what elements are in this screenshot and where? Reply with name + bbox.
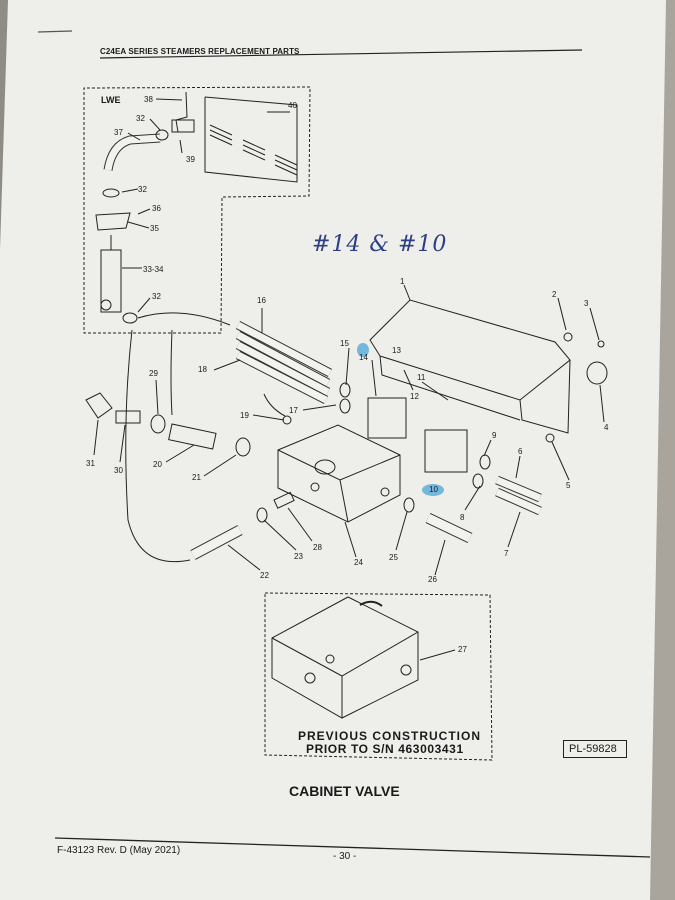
callout: 32 <box>136 114 145 123</box>
callout: 17 <box>289 406 298 415</box>
plate-number-box <box>563 740 627 758</box>
callout: 8 <box>460 513 465 522</box>
part-2-screw <box>563 332 573 342</box>
part-10-valve <box>424 429 468 473</box>
highlight-mark-14 <box>357 343 369 357</box>
callout: 9 <box>492 431 497 440</box>
callout: 13 <box>392 346 401 355</box>
part-28-fitting <box>273 491 295 509</box>
callout: 24 <box>354 558 363 567</box>
exploded-diagram <box>54 86 651 858</box>
callout: 15 <box>340 339 349 348</box>
part-27-box <box>271 596 419 719</box>
callout: 2 <box>552 290 557 299</box>
footer-doc-id: F-43123 Rev. D (May 2021) <box>57 845 181 856</box>
callout: 30 <box>114 466 123 475</box>
callout: 4 <box>604 423 609 432</box>
part-38-pipe <box>175 91 188 133</box>
callout: 22 <box>260 571 269 580</box>
callout: 18 <box>198 365 207 374</box>
part-30-fitting <box>115 410 141 424</box>
part-14-valve <box>367 397 407 439</box>
lwe-inset-frame <box>83 86 311 334</box>
handwritten-note: #14 & #10 <box>312 232 448 257</box>
part-21-clamp <box>235 437 251 457</box>
part-19-wire <box>263 393 286 417</box>
part-5-screw <box>545 433 555 443</box>
callout: 10 <box>429 485 438 494</box>
callout: 33-34 <box>143 265 164 274</box>
part-20-hose <box>168 423 217 450</box>
callout: 38 <box>144 95 153 104</box>
lwe-inset-label: LWE <box>101 95 121 105</box>
callout: 23 <box>294 552 303 561</box>
callout: 29 <box>149 369 158 378</box>
part-24-box <box>277 424 401 523</box>
callout: 31 <box>86 459 95 468</box>
part-31-elbow <box>85 392 113 419</box>
drain-line <box>125 329 191 563</box>
callout: 32 <box>152 292 161 301</box>
callout: 27 <box>458 645 467 654</box>
part-25-clamp <box>403 497 415 513</box>
callout: 37 <box>114 128 123 137</box>
part-3-screw <box>597 340 605 348</box>
callout: 40 <box>288 101 297 110</box>
part-4-fitting <box>586 361 608 385</box>
callout: 19 <box>240 411 249 420</box>
callout: 20 <box>153 460 162 469</box>
callout: 12 <box>410 392 419 401</box>
part-32-clamp <box>102 188 120 198</box>
callout: 3 <box>584 299 589 308</box>
callout: 5 <box>566 481 571 490</box>
previous-construction-frame <box>264 592 493 761</box>
previous-construction-line1: PREVIOUS CONSTRUCTION <box>298 729 482 743</box>
supply-line <box>137 312 231 326</box>
part-35-bracket <box>95 212 131 231</box>
supply-line-2 <box>170 329 173 416</box>
previous-construction-line2: PRIOR TO S/N 463003431 <box>306 742 464 756</box>
part-29-clamp <box>150 414 166 434</box>
callout-labels: 38 40 37 32 39 32 36 35 33-34 32 16 1 2 … <box>86 95 609 654</box>
highlight-mark-10 <box>422 484 444 496</box>
part-40-panel <box>204 96 298 183</box>
document-header: C24EA SERIES STEAMERS REPLACEMENT PARTS <box>100 47 300 56</box>
callout: 39 <box>186 155 195 164</box>
diagram-caption: CABINET VALVE <box>289 783 400 799</box>
callout: 25 <box>389 553 398 562</box>
callout: 1 <box>400 277 405 286</box>
page-number: - 30 - <box>333 851 357 862</box>
callout: 6 <box>518 447 523 456</box>
callout: 16 <box>257 296 266 305</box>
callout: 21 <box>192 473 201 482</box>
part-39-bracket <box>171 119 195 133</box>
callout: 7 <box>504 549 509 558</box>
footer-rule <box>54 837 651 858</box>
part-23-clamp <box>256 507 268 523</box>
callout: 14 <box>359 353 368 362</box>
sheet-mark <box>37 30 73 33</box>
callout: 26 <box>428 575 437 584</box>
plate-number: PL-59828 <box>569 743 617 755</box>
callout: 32 <box>138 185 147 194</box>
header-rule <box>99 49 583 59</box>
callout: 35 <box>150 224 159 233</box>
callout: 36 <box>152 204 161 213</box>
callout: 28 <box>313 543 322 552</box>
callout: 11 <box>417 373 426 382</box>
